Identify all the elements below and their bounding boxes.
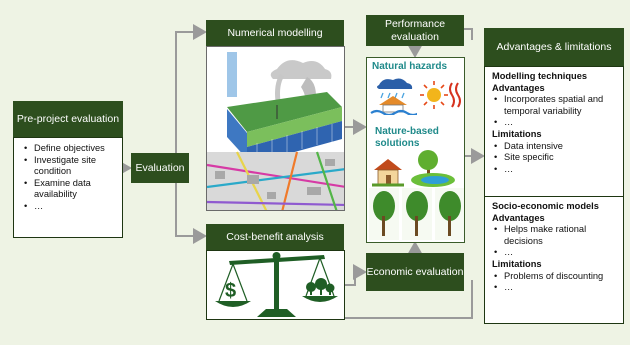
storm-house-icon: [370, 78, 417, 115]
section-divider: [485, 196, 623, 197]
pond-tree-icon: [411, 150, 455, 187]
modelling-section: Modelling techniques Advantages Incorpor…: [492, 71, 620, 175]
forest-icon: [369, 188, 464, 240]
list-item: …: [492, 117, 620, 129]
trees-icon: [306, 278, 335, 295]
list-item: …: [492, 247, 620, 259]
list-item: …: [492, 282, 620, 294]
socio-heading: Socio-economic models: [492, 201, 599, 211]
performance-evaluation-box: Performance evaluation: [366, 15, 464, 46]
socio-limitations-heading: Limitations: [492, 259, 542, 270]
pre-project-panel: Define objectives Investigate site condi…: [13, 137, 123, 238]
list-item: …: [492, 164, 620, 176]
hazards-nbs-panel: Natural hazards Nature-base: [366, 57, 465, 243]
modelling-advantages-list: Incorporates spatial and temporal variab…: [492, 94, 620, 129]
modelling-heading: Modelling techniques: [492, 71, 588, 81]
list-item: Investigate site condition: [22, 155, 118, 178]
list-item: …: [22, 201, 118, 213]
list-item: Data intensive: [492, 141, 620, 153]
list-item: Site specific: [492, 152, 620, 164]
pre-project-title: Pre-project evaluation: [13, 101, 123, 137]
heat-sun-icon: [420, 81, 461, 109]
numerical-modelling-image: [206, 46, 345, 211]
evaluation-box: Evaluation: [131, 153, 189, 183]
socio-advantages-list: Helps make rational decisions …: [492, 224, 620, 259]
modelling-advantages-heading: Advantages: [492, 82, 545, 93]
adv-lim-title: Advantages & limitations: [484, 28, 624, 66]
socio-advantages-heading: Advantages: [492, 212, 545, 223]
arrow-to-cost-benefit: [175, 182, 207, 244]
numerical-modelling-title: Numerical modelling: [206, 20, 344, 46]
natural-hazards-heading: Natural hazards: [372, 61, 448, 72]
list-item: Incorporates spatial and temporal variab…: [492, 94, 620, 117]
modelling-limitations-heading: Limitations: [492, 129, 542, 140]
list-item: Helps make rational decisions: [492, 224, 620, 247]
nature-based-solutions-heading: Nature-based solutions: [375, 126, 439, 149]
arrow-to-numerical: [175, 24, 207, 154]
cost-benefit-image: $: [206, 250, 345, 320]
socio-limitations-list: Problems of discounting …: [492, 271, 620, 294]
pre-project-list: Define objectives Investigate site condi…: [22, 143, 118, 213]
socio-section: Socio-economic models Advantages Helps m…: [492, 201, 620, 294]
list-item: Define objectives: [22, 143, 118, 155]
cost-benefit-title: Cost-benefit analysis: [206, 224, 344, 250]
arrow-cost-to-economic: [345, 264, 367, 286]
modelling-limitations-list: Data intensive Site specific …: [492, 141, 620, 176]
dollar-icon: $: [225, 280, 236, 302]
green-house-icon: [372, 159, 404, 187]
list-item: Examine data availability: [22, 178, 118, 201]
list-item: Problems of discounting: [492, 271, 620, 283]
arrow-bottom-route: [345, 280, 473, 319]
economic-evaluation-box: Economic evaluation: [366, 253, 464, 291]
adv-lim-panel: Modelling techniques Advantages Incorpor…: [484, 66, 624, 324]
